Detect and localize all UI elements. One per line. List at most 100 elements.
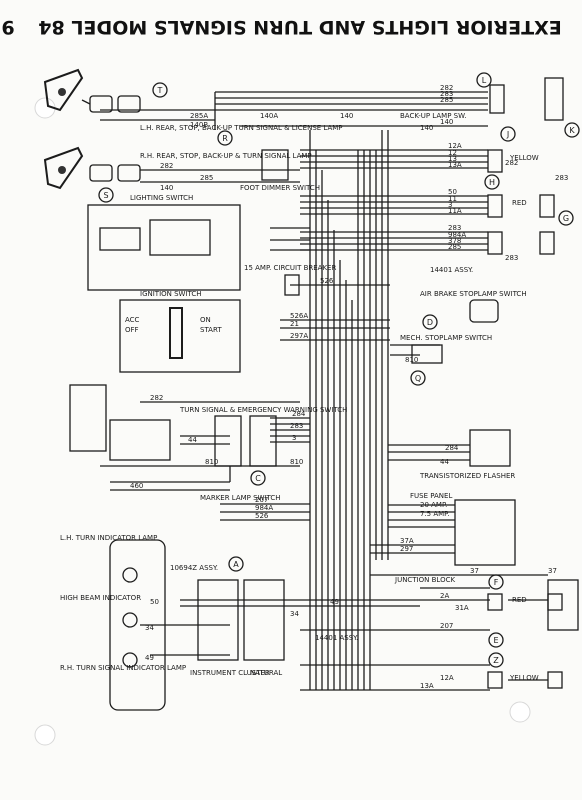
label-fuse-panel: FUSE PANEL (410, 492, 452, 500)
rh-turn-indicator-lamp-icon (122, 652, 138, 668)
svg-text:H: H (489, 178, 495, 187)
label-foot-dimmer: FOOT DIMMER SWITCH (240, 184, 320, 192)
connector-block-s (539, 194, 555, 218)
wire-label-21: 21 (290, 320, 299, 328)
wire-label-37-r: 37 (548, 567, 557, 575)
connector-circle-d (422, 314, 438, 330)
svg-text:K: K (569, 126, 575, 135)
page-title: EXTERIOR LIGHTS AND TURN SIGNALS MODEL 8… (38, 16, 561, 38)
turn-switch-connector-left (69, 384, 107, 452)
label-flasher: TRANSISTORIZED FLASHER (419, 472, 515, 480)
wire-label-34: 34 (290, 610, 299, 618)
connector-circle-f (488, 574, 504, 590)
label-air-brake-sw: AIR BRAKE STOPLAMP SWITCH (420, 290, 527, 298)
label-fuse-20: 20 AMP. (420, 501, 447, 509)
circuit-breaker-body (284, 274, 300, 296)
color-label-red: RED (512, 199, 527, 207)
connector-block-t (544, 77, 564, 121)
top-wire-runs (100, 91, 488, 356)
binder-hole-bottom-right (509, 701, 531, 723)
lighting-switch-body (149, 219, 211, 256)
svg-text:S: S (103, 191, 108, 200)
wire-label-3: 3 (448, 201, 452, 209)
wire-label-283-b: 283 (505, 254, 518, 262)
wire-label-207-b: 207 (440, 622, 453, 630)
wire-label-37A: 37A (400, 537, 414, 545)
connector-circle-z (488, 652, 504, 668)
label-ign-off: OFF (125, 326, 139, 334)
wire-label-13: 13 (448, 155, 457, 163)
rh-rear-lamp (43, 146, 141, 190)
lighting-switch-box (87, 204, 241, 291)
instrument-cluster-body (109, 539, 166, 711)
connector-circle-q (410, 370, 426, 386)
wire-label-282-top: 282 (440, 84, 453, 92)
wire-label-50: 50 (448, 188, 457, 196)
wire-label-283-h: 283 (555, 174, 568, 182)
wire-label-526-m: 526 (255, 512, 269, 520)
label-fuse-7-5: 7.5 AMP. (420, 510, 450, 518)
label-lamp-lh-rear: L.H. REAR, STOP, BACK-UP TURN SIGNAL & L… (140, 124, 343, 132)
wire-label-11A: 11A (448, 207, 462, 215)
connector-circle-e (488, 632, 504, 648)
wire-label-283-t: 283 (290, 422, 303, 430)
middle-wire-runs (100, 401, 470, 554)
svg-text:R: R (222, 134, 228, 143)
wire-label-50-c: 50 (150, 598, 159, 606)
flasher-body (469, 429, 511, 467)
label-backup-lamp-sw: BACK-UP LAMP SW. (400, 112, 466, 120)
wire-label-284-f: 284 (445, 444, 459, 452)
wire-label-297: 297 (400, 545, 413, 553)
label-mech-stoplamp: MECH. STOPLAMP SWITCH (400, 334, 492, 342)
svg-text:L: L (482, 76, 487, 85)
label-ign-acc: ACC (125, 316, 140, 324)
high-beam-indicator-lamp-icon (122, 612, 138, 628)
label-ign-start: START (200, 326, 222, 334)
svg-text:C: C (255, 474, 261, 483)
wire-label-283: 283 (448, 224, 461, 232)
cluster-connector-b (243, 579, 285, 661)
svg-text:G: G (563, 214, 569, 223)
connector-circle-l (476, 72, 492, 88)
connector-block-z (487, 671, 503, 689)
label-lh-indicator: L.H. TURN INDICATOR LAMP (60, 534, 157, 542)
connector-block-h (487, 194, 503, 218)
mech-stoplamp-switch-body (411, 344, 443, 364)
wire-label-526A: 526A (290, 312, 308, 320)
wire-label-285A: 285A (190, 112, 208, 120)
connector-block-r (539, 231, 555, 255)
svg-text:J: J (506, 130, 509, 139)
wire-label-12A: 12A (448, 142, 462, 150)
connector-block-l (489, 84, 505, 114)
wire-label-285-top: 285 (440, 96, 453, 104)
wire-label-140A: 140A (260, 112, 278, 120)
wire-label-140B: 140B (190, 121, 208, 129)
label-assy-14401-bot: 14401 ASSY. (315, 634, 358, 642)
wire-label-297A: 297A (290, 332, 308, 340)
turn-switch-body (109, 419, 171, 461)
wire-label-984A: 984A (448, 231, 466, 239)
label-ign-on: ON (200, 316, 211, 324)
svg-text:T: T (157, 86, 163, 95)
wire-label-282-lamp: 282 (160, 162, 173, 170)
connector-block-j (487, 149, 503, 173)
connector-circle-c (250, 470, 266, 486)
svg-text:A: A (233, 560, 239, 569)
wire-label-140-top: 140 (440, 118, 453, 126)
svg-text:Q: Q (415, 374, 421, 383)
connector-circle-j (500, 126, 516, 142)
connector-block-q (547, 671, 563, 689)
wire-label-282: 282 (150, 394, 163, 402)
wire-label-34-c: 34 (145, 624, 154, 632)
wire-label-12: 12 (448, 149, 457, 157)
wire-label-44-f: 44 (440, 458, 449, 466)
label-lighting-switch: LIGHTING SWITCH (130, 194, 193, 202)
connector-block-f (487, 593, 503, 611)
wire-label-13A-b: 13A (420, 682, 434, 690)
wire-label-2A: 2A (440, 592, 449, 600)
svg-text:F: F (494, 578, 499, 587)
fuse-panel-body (454, 499, 516, 566)
connector-circle-r (217, 130, 233, 146)
lh-turn-indicator-lamp-icon (122, 567, 138, 583)
